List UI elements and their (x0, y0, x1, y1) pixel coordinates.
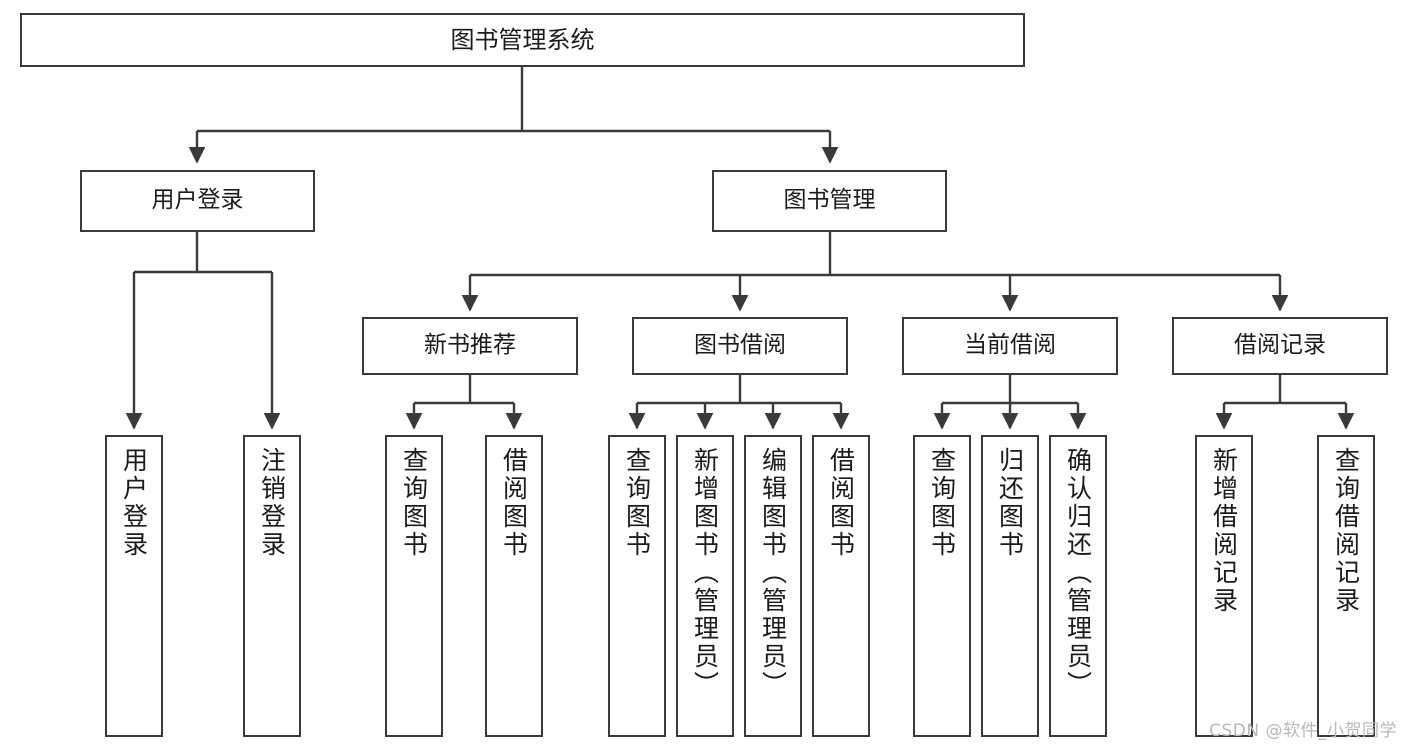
node-label: 用户登录 (119, 447, 149, 559)
node-leaf-user-logout[interactable]: 注销登录 (243, 435, 301, 737)
node-label: 查询借阅记录 (1331, 447, 1361, 615)
node-label: 图书管理系统 (450, 25, 595, 54)
node-label: 用户登录 (151, 187, 244, 214)
node-label: 新增图书（管理员） (690, 447, 720, 699)
node-label: 借阅图书 (826, 447, 856, 559)
node-new-book-rec[interactable]: 新书推荐 (362, 317, 578, 375)
node-book-manage[interactable]: 图书管理 (712, 170, 947, 232)
node-leaf-add-record[interactable]: 新增借阅记录 (1195, 435, 1253, 737)
node-label: 借阅记录 (1234, 332, 1326, 359)
node-book-borrow[interactable]: 图书借阅 (632, 317, 848, 375)
csdn-watermark: CSDN @软件_小贺同学 (1209, 721, 1397, 741)
node-label: 新书推荐 (424, 332, 516, 359)
node-borrow-record[interactable]: 借阅记录 (1172, 317, 1388, 375)
node-leaf-confirm-return[interactable]: 确认归还（管理员） (1049, 435, 1107, 737)
node-leaf-edit-book[interactable]: 编辑图书（管理员） (744, 435, 802, 737)
node-leaf-query-book-3[interactable]: 查询图书 (913, 435, 971, 737)
node-label: 图书借阅 (694, 332, 786, 359)
node-current-borrow[interactable]: 当前借阅 (902, 317, 1118, 375)
node-label: 图书管理 (783, 187, 876, 214)
node-leaf-borrow-book-2[interactable]: 借阅图书 (812, 435, 870, 737)
node-label: 确认归还（管理员） (1063, 447, 1093, 699)
node-label: 查询图书 (399, 447, 429, 559)
node-label: 借阅图书 (499, 447, 529, 559)
node-label: 当前借阅 (964, 332, 1056, 359)
node-leaf-add-book[interactable]: 新增图书（管理员） (676, 435, 734, 737)
node-leaf-query-book-2[interactable]: 查询图书 (608, 435, 666, 737)
node-label: 查询图书 (927, 447, 957, 559)
node-root[interactable]: 图书管理系统 (20, 13, 1025, 67)
node-user-login[interactable]: 用户登录 (80, 170, 315, 232)
node-leaf-return-book[interactable]: 归还图书 (981, 435, 1039, 737)
node-leaf-borrow-book-1[interactable]: 借阅图书 (485, 435, 543, 737)
node-label: 编辑图书（管理员） (758, 447, 788, 699)
node-leaf-query-record[interactable]: 查询借阅记录 (1317, 435, 1375, 737)
node-label: 注销登录 (257, 447, 287, 559)
node-leaf-query-book-1[interactable]: 查询图书 (385, 435, 443, 737)
node-label: 归还图书 (995, 447, 1025, 559)
node-leaf-user-login[interactable]: 用户登录 (105, 435, 163, 737)
node-label: 查询图书 (622, 447, 652, 559)
node-label: 新增借阅记录 (1209, 447, 1239, 615)
